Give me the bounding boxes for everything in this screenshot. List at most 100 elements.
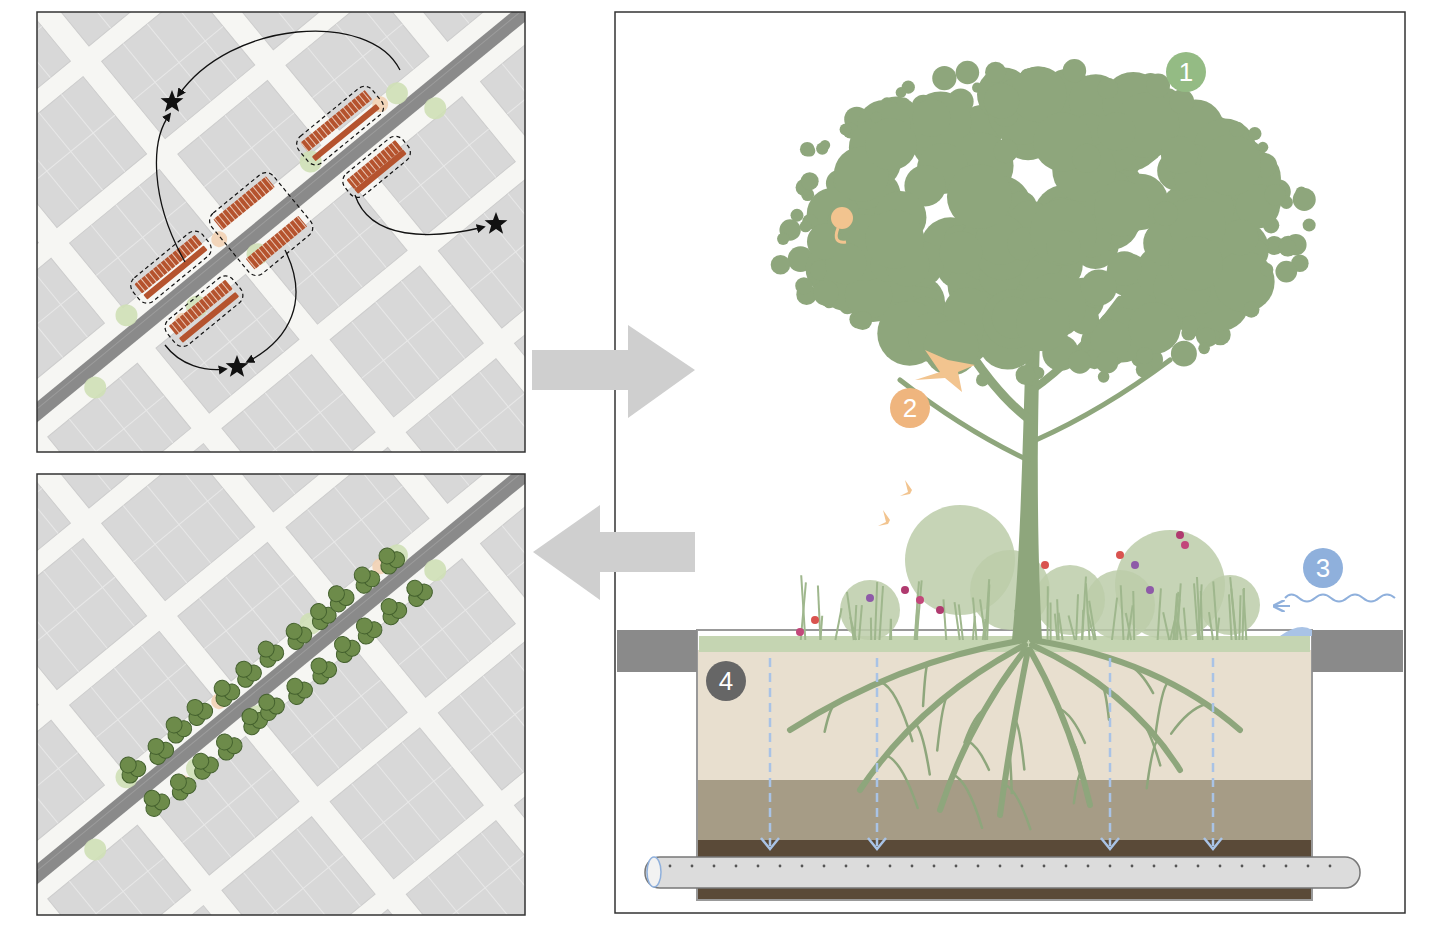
- illustration-part: [1109, 865, 1112, 868]
- illustration-part: [271, 850, 334, 915]
- illustration-part: [890, 619, 891, 640]
- illustration-part: [293, 82, 388, 169]
- illustration-part: [985, 579, 989, 640]
- illustration-part: [339, 132, 415, 201]
- illustration-part: [1178, 618, 1182, 640]
- illustration-part: [231, 474, 294, 494]
- illustration-part: [428, 877, 485, 915]
- illustration-part: [1197, 865, 1200, 868]
- illustration-part: [355, 195, 484, 235]
- illustration-part: [1128, 605, 1133, 640]
- illustration-part: [1229, 594, 1232, 640]
- illustration-part: [804, 146, 815, 157]
- illustration-part: [840, 580, 900, 640]
- illustration-part: [1280, 627, 1312, 636]
- illustration-part: [1063, 59, 1087, 83]
- illustration-part: [779, 865, 782, 868]
- illustration-part: [1131, 561, 1139, 569]
- illustration-part: [968, 741, 989, 770]
- illustration-part: [53, 474, 110, 490]
- illustration-part: [1213, 581, 1217, 640]
- tree-section: [617, 59, 1403, 900]
- illustration-part: [1153, 865, 1156, 868]
- illustration-part: [204, 575, 294, 649]
- illustration-part: [37, 272, 87, 337]
- illustration-part: [818, 585, 821, 640]
- illustration-part: [1293, 188, 1316, 211]
- illustration-group: [37, 12, 525, 452]
- illustration-part: [994, 139, 1018, 163]
- infiltration-arrow: [1109, 658, 1112, 846]
- illustration-part: [406, 359, 525, 452]
- illustration-part: [470, 678, 525, 752]
- illustration-part: [1021, 865, 1024, 868]
- illustration-part: [1168, 236, 1223, 291]
- illustration-part: [1096, 351, 1118, 373]
- illustration-part: [1074, 772, 1081, 804]
- illustration-part: [74, 858, 164, 915]
- illustration-part: [943, 599, 946, 640]
- destination-star: [485, 212, 508, 234]
- runoff-wave: [1285, 595, 1395, 602]
- illustration-part: [1161, 136, 1198, 173]
- callout-circle: 2: [890, 388, 930, 428]
- illustration-part: [801, 172, 819, 190]
- illustration-part: [1043, 865, 1046, 868]
- infiltration-arrow: [876, 658, 879, 846]
- illustration-part: [647, 857, 661, 887]
- illustration-part: [239, 705, 262, 728]
- illustration-part: [254, 855, 344, 915]
- illustration-part: [502, 526, 525, 591]
- illustration-part: [145, 735, 168, 758]
- illustration-part: [771, 255, 791, 275]
- illustration-part: [1329, 865, 1332, 868]
- illustration-part: [947, 164, 1012, 229]
- illustration-part: [1097, 78, 1118, 99]
- bird-icon: [915, 350, 975, 392]
- illustration-part: [836, 228, 846, 242]
- illustration-part: [617, 630, 697, 672]
- illustration-part: [254, 393, 344, 452]
- callout-fill: [1303, 548, 1343, 588]
- illustration-part: [1047, 586, 1049, 640]
- illustration-part: [1219, 865, 1222, 868]
- illustration-part: [1171, 341, 1197, 367]
- callout-number: 4: [719, 668, 733, 694]
- illustration-part: [325, 583, 348, 606]
- flow-arrow: [532, 325, 695, 418]
- illustration-part: [37, 12, 50, 78]
- illustration-part: [127, 227, 216, 307]
- illustration-part: [870, 618, 872, 640]
- illustration-part: [1260, 263, 1273, 276]
- illustration-part: [915, 724, 930, 775]
- illustration-part: [515, 270, 525, 413]
- illustration-part: [811, 616, 819, 624]
- illustration-part: [847, 592, 854, 640]
- illustration-part: [854, 605, 856, 640]
- illustration-part: [480, 372, 525, 442]
- illustration-part: [1129, 302, 1181, 354]
- illustration-part: [1032, 640, 1240, 730]
- callout-circle: 1: [1166, 52, 1206, 92]
- infiltration-arrow: [769, 658, 772, 846]
- illustration-part: [1046, 230, 1080, 264]
- illustration-part: [1030, 199, 1097, 266]
- illustration-part: [1153, 201, 1178, 226]
- illustration-part: [189, 750, 212, 773]
- illustration-part: [976, 373, 989, 386]
- illustration-part: [1041, 561, 1049, 569]
- illustration-part: [1275, 605, 1290, 607]
- illustration-part: [1016, 365, 1036, 385]
- illustration-part: [875, 582, 877, 640]
- illustration-part: [932, 66, 956, 90]
- illustration-part: [937, 695, 948, 751]
- illustration-part: [1015, 720, 1024, 770]
- illustration-part: [933, 865, 936, 868]
- illustration-part: [1163, 612, 1169, 640]
- illustration-part: [917, 580, 922, 640]
- illustration-part: [1072, 144, 1101, 173]
- illustration-part: [1127, 664, 1153, 693]
- illustration-part: [868, 838, 886, 849]
- illustration-part: [378, 595, 401, 618]
- illustration-part: [353, 615, 376, 638]
